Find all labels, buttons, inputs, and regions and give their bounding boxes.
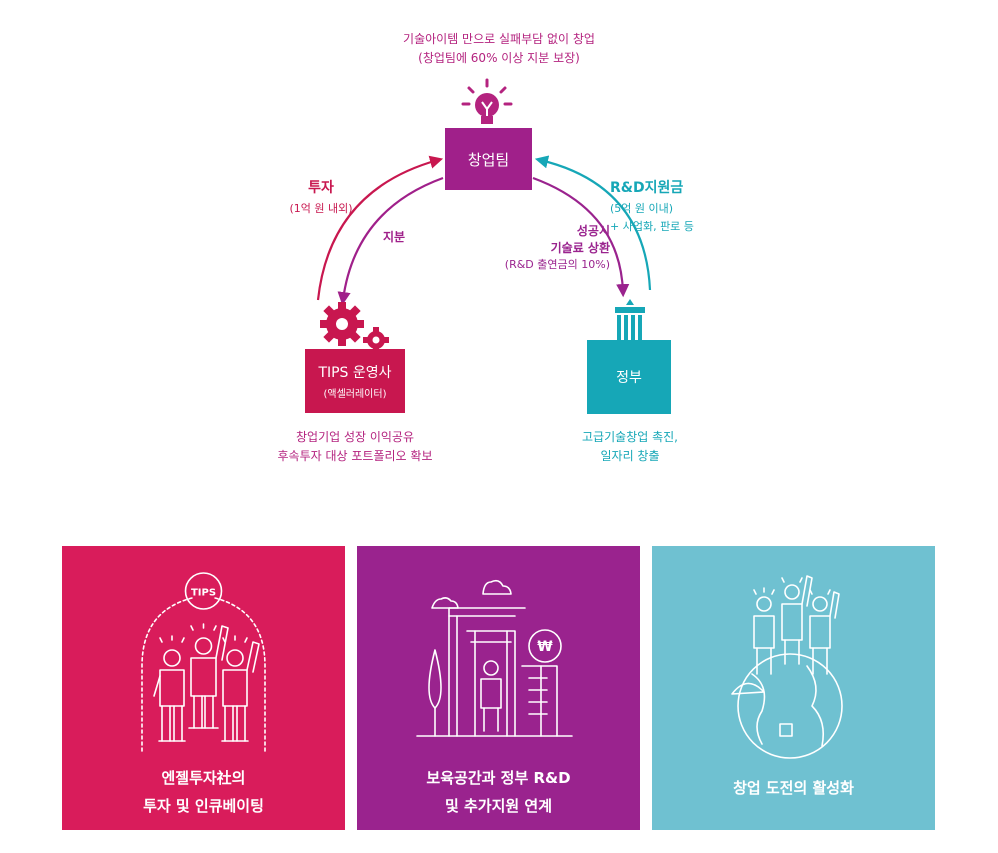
gears-icon (320, 302, 389, 353)
repayment-line1: 성공시 (576, 224, 610, 238)
tips-operator-label: TIPS 운영사 (318, 365, 392, 381)
tips-description-line1: 창업기업 성장 이익공유 (295, 430, 415, 444)
repayment-label: 성공시 기술료 상환 (R&D 출연금의 10%) (492, 222, 610, 272)
top-caption: 기술아이템 만으로 실패부담 없이 창업 (창업팀에 60% 이상 지분 보장) (329, 30, 669, 68)
rnd-extra: + 사업화, 판로 등 (610, 220, 694, 233)
arrow-rnd-funding (534, 155, 652, 291)
lightbulb-icon (461, 78, 513, 124)
arrow-repayment (532, 176, 630, 298)
angel-team-illustration: TIPS (141, 572, 266, 752)
card-angel-caption: 엔젤투자社의 투자 및 인큐베이팅 (62, 764, 345, 820)
team-box: 창업팀 (445, 128, 532, 190)
card-angel-line2: 투자 및 인큐베이팅 (143, 797, 264, 815)
tips-description-line2: 후속투자 대상 포트폴리오 확보 (277, 449, 433, 463)
building-icon (615, 299, 645, 341)
tips-operator-sub: (액셀러레이터) (323, 389, 387, 400)
card-incubation-line1: 보육공간과 정부 R&D (426, 769, 571, 787)
investment-title: 투자 (308, 180, 334, 196)
card-incubation-space: ₩ 보육공간과 정부 R&D 및 추가지원 연계 (357, 546, 640, 830)
rnd-funding-label: R&D지원금 (5억 원 이내) + 사업화, 판로 등 (610, 177, 740, 234)
repayment-line2: 기술료 상환 (550, 241, 610, 255)
won-coin-icon: ₩ (537, 639, 553, 655)
rnd-title: R&D지원금 (610, 180, 684, 196)
equity-label: 지분 (383, 230, 406, 244)
government-description: 고급기술창업 촉진, 일자리 창출 (545, 428, 715, 466)
investment-label: 투자 (1억 원 내외) (276, 177, 366, 216)
flow-arrows (316, 155, 652, 306)
rnd-amount: (5억 원 이내) (610, 202, 674, 215)
card-angel-line1: 엔젤투자社의 (161, 769, 246, 787)
incubation-building-illustration: ₩ (416, 579, 573, 737)
arrow-investment (316, 155, 444, 301)
card-challenge-line1: 창업 도전의 활성화 (733, 779, 854, 797)
tips-badge: TIPS (191, 588, 216, 599)
government-label: 정부 (616, 370, 642, 386)
tips-description: 창업기업 성장 이익공유 후속투자 대상 포트폴리오 확보 (260, 428, 450, 466)
investment-amount: (1억 원 내외) (289, 202, 353, 215)
card-incubation-line2: 및 추가지원 연계 (444, 797, 553, 815)
arrow-equity (337, 176, 444, 306)
globe-team-illustration (731, 575, 843, 759)
top-caption-line2: (창업팀에 60% 이상 지분 보장) (418, 51, 580, 65)
tips-operator-box: TIPS 운영사 (액셀러레이터) (305, 349, 405, 413)
government-box: 정부 (587, 340, 671, 414)
card-angel-investment: TIPS 엔젤투자社의 투자 및 인큐베이팅 (62, 546, 345, 830)
team-label: 창업팀 (467, 150, 510, 169)
card-challenge-caption: 창업 도전의 활성화 (652, 774, 935, 802)
government-description-line2: 일자리 창출 (600, 449, 660, 463)
card-incubation-caption: 보육공간과 정부 R&D 및 추가지원 연계 (357, 764, 640, 820)
card-startup-challenge: 창업 도전의 활성화 (652, 546, 935, 830)
top-caption-line1: 기술아이템 만으로 실패부담 없이 창업 (403, 32, 595, 46)
repayment-line3: (R&D 출연금의 10%) (504, 258, 610, 271)
government-description-line1: 고급기술창업 촉진, (582, 430, 678, 444)
